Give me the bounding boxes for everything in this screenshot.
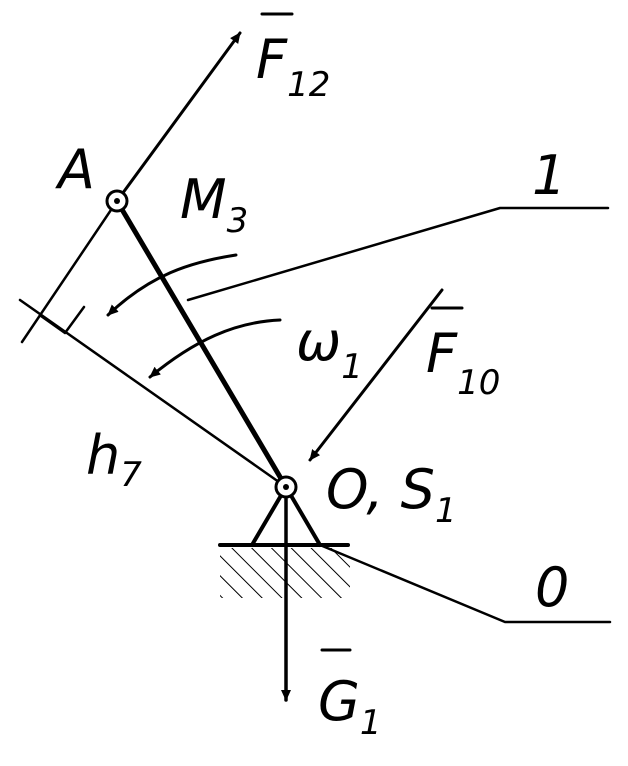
label-h7-main: h — [86, 424, 120, 487]
leader-link-1 — [186, 206, 610, 302]
label-omega: ω1 — [296, 310, 363, 387]
leader-frame-0 — [318, 543, 612, 624]
label-g1-sub: 1 — [360, 703, 382, 743]
joint-a-center — [114, 198, 120, 204]
label-pivot-sub: 1 — [435, 491, 457, 531]
label-pivot: O, S1 — [326, 458, 457, 531]
force-f10-arrow — [308, 288, 444, 462]
label-m3-sub: 3 — [227, 201, 249, 241]
label-f12-sub: 12 — [287, 65, 330, 105]
right-angle-mark — [39, 305, 86, 335]
label-leader-0: 0 — [535, 556, 569, 619]
label-g1: G1 — [318, 670, 382, 743]
label-f12: F12 — [256, 28, 330, 105]
label-pivot-prefix: , S — [366, 458, 435, 521]
label-m3-main: M — [180, 168, 227, 231]
label-h7-sub: 7 — [120, 455, 142, 495]
moment-m3-arrow — [106, 253, 238, 317]
label-f10: F10 — [426, 322, 500, 403]
label-omega-main: ω — [296, 310, 341, 373]
label-omega-sub: 1 — [341, 347, 363, 387]
label-pivot-main: O — [326, 458, 367, 521]
link-extension — [20, 199, 119, 344]
joint-o-center — [283, 484, 289, 490]
label-m3: M3 — [180, 168, 248, 241]
label-f10-main: F — [426, 322, 458, 385]
label-leader-1: 1 — [532, 144, 566, 207]
label-f12-main: F — [256, 28, 288, 91]
omega-arrow — [148, 318, 282, 379]
label-f10-sub: 10 — [457, 363, 500, 403]
label-h7: h7 — [86, 424, 142, 495]
label-a: A — [55, 138, 95, 201]
force-f12-arrow — [115, 31, 242, 203]
link-ao — [114, 198, 289, 490]
label-g1-main: G — [318, 670, 360, 733]
